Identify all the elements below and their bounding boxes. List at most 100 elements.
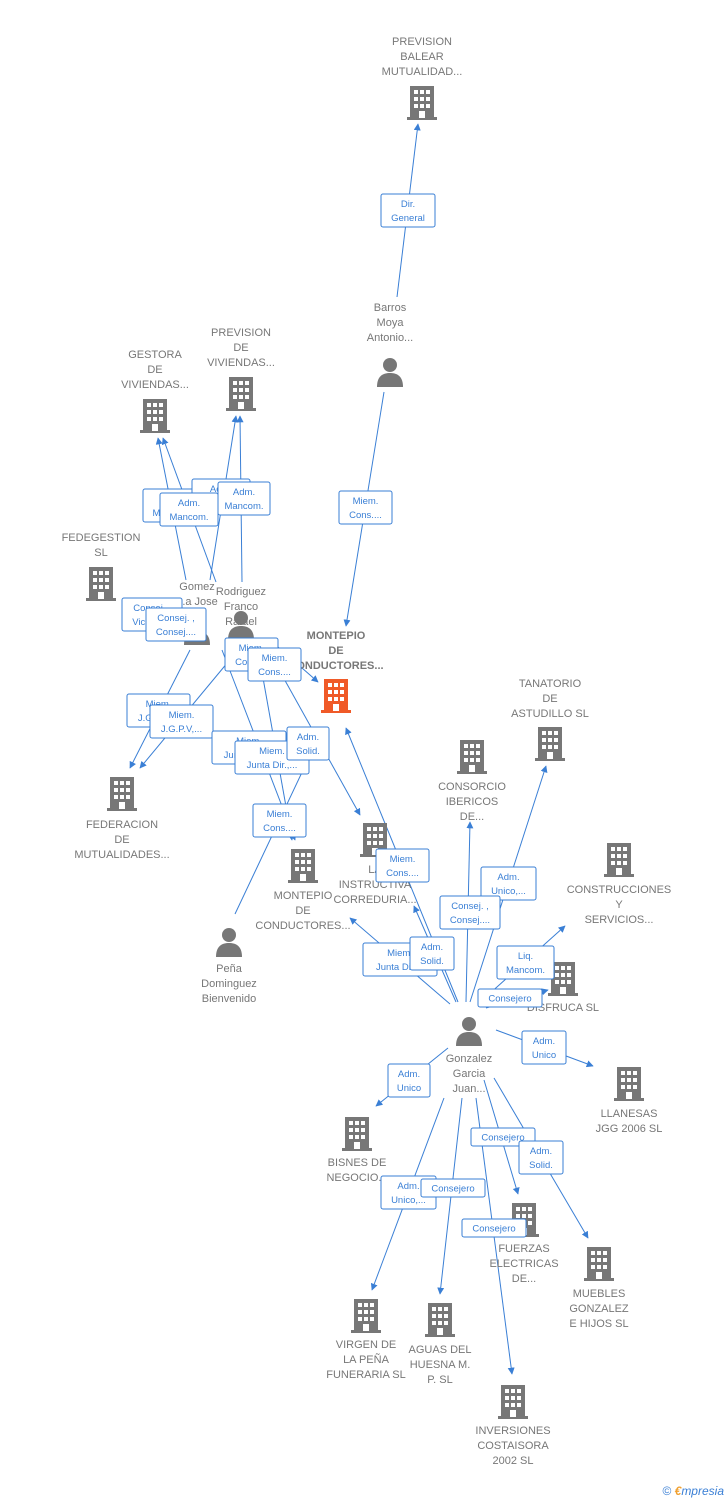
node-label-line: ELECTRICAS (489, 1258, 558, 1270)
node-label-line: VIVIENDAS... (207, 357, 275, 369)
building-icon (498, 1385, 528, 1419)
relation-text: Adm.Solid. (420, 942, 444, 967)
node-label-line: ASTUDILLO SL (511, 708, 589, 720)
node-label-line: CONDUCTORES... (288, 660, 383, 672)
relation-label-adm-unico-1[interactable]: Adm.Unico,... (480, 866, 537, 901)
relation-text-line: Consej. , (157, 613, 195, 624)
relation-text-line: Mancom. (506, 965, 545, 976)
node-label-line: AGUAS DEL (409, 1344, 472, 1356)
relation-box (217, 481, 271, 516)
node-label-line: E HIJOS SL (569, 1318, 628, 1330)
node-label-line: FUNERARIA SL (326, 1369, 405, 1381)
relation-label-miem-cons-pena[interactable]: Miem.Cons.... (252, 803, 307, 838)
relation-text: Miem.Junta Dir.... (376, 948, 424, 973)
relation-text: Miem.Cons.... (263, 809, 296, 834)
relation-text: Miem.Cons.... (349, 496, 382, 521)
relation-text-line: Solid. (529, 1160, 553, 1171)
node-label-line: HUESNA M. (410, 1359, 471, 1371)
relation-label-consejero-1[interactable]: Consejero (477, 988, 543, 1008)
brand-footer: © €mpresia (662, 1484, 724, 1498)
relation-box (461, 1218, 527, 1238)
relation-label-adm-unico-2[interactable]: Adm.Unico (521, 1030, 567, 1065)
relation-label-adm-mancom-3[interactable]: Adm.Mancom. (159, 492, 219, 527)
node-label-line: INVERSIONES (475, 1425, 550, 1437)
node-label-line: CORREDURIA... (333, 894, 416, 906)
relation-text-line: Junta Dir.... (376, 962, 424, 973)
relation-text-line: Miem. (390, 854, 416, 865)
relation-text-line: Solid. (296, 746, 320, 757)
node-label-line: FEDERACION (86, 819, 158, 831)
relation-box (496, 945, 555, 980)
relation-label-adm-solid-1[interactable]: Adm.Solid. (286, 726, 330, 761)
node-gomez[interactable]: Gomez...a Jose (176, 581, 218, 645)
relation-text-line: Mancom. (224, 501, 263, 512)
relation-text: Adm.Unico,... (391, 1181, 426, 1206)
relation-label-miem-cons-barros[interactable]: Miem.Cons.... (338, 490, 393, 525)
node-label-line: DE... (460, 811, 484, 823)
relation-label-miem-cons-gonz[interactable]: Miem.Cons.... (375, 848, 430, 883)
node-label-line: Gomez (179, 581, 214, 593)
relation-label-adm-mancom-4[interactable]: Adm. Mancom. (217, 481, 271, 516)
relation-label-consej-gonz[interactable]: Consej. ,Consej.... (439, 895, 501, 930)
node-label-line: CONSTRUCCIONES (567, 884, 672, 896)
relation-label-consejero-3[interactable]: Consejero (420, 1178, 486, 1198)
node-label-line: Dominguez (201, 978, 257, 990)
relation-text: Adm.Mancom. (169, 498, 208, 523)
relation-label-liq-mancom[interactable]: Liq.Mancom. (496, 945, 555, 980)
node-label-line: FUERZAS (498, 1243, 549, 1255)
relation-label-adm-unico-3[interactable]: Adm.Unico (387, 1063, 431, 1098)
relation-label-dir-general[interactable]: Dir.General (380, 193, 436, 228)
relation-label-consej-2[interactable]: Consej. ,Consej.... (145, 607, 207, 642)
relation-label-miem-jgpv-2[interactable]: Miem.J.G.P.V,... (149, 704, 214, 739)
node-label-line: MUTUALIDADES... (74, 849, 169, 861)
relation-text-line: Unico,... (391, 1195, 426, 1206)
person-icon (377, 358, 403, 387)
relation-label-consejero-4[interactable]: Consejero (461, 1218, 527, 1238)
node-label-line: TANATORIO (519, 678, 582, 690)
building-icon (614, 1067, 644, 1101)
relation-text: Liq.Mancom. (506, 951, 545, 976)
node-label-line: BISNES DE (328, 1157, 387, 1169)
relation-box (149, 704, 214, 739)
relation-text: Miem.Junta Dir.,... (247, 746, 298, 771)
relation-text: Miem.Cons.... (386, 854, 419, 879)
relation-box (477, 988, 543, 1008)
relation-label-adm-solid-3[interactable]: Adm.Solid. (518, 1140, 564, 1175)
node-disfruca[interactable]: DISFRUCA SL (527, 962, 599, 1014)
relation-label-miem-cons-2[interactable]: Miem.Cons.... (247, 647, 302, 682)
node-label-line: CONDUCTORES... (255, 920, 350, 932)
node-label-line: LA PEÑA (343, 1353, 390, 1366)
person-icon (216, 928, 242, 957)
node-label-line: SL (94, 547, 107, 559)
relation-box (521, 1030, 567, 1065)
node-label: DISFRUCA SL (527, 1002, 599, 1014)
node-label-line: Peña (216, 963, 243, 975)
relation-text-line: Adm. (233, 487, 255, 498)
node-label-line: MONTEPIO (274, 890, 333, 902)
relation-label-adm-solid-2[interactable]: Adm.Solid. (409, 936, 455, 971)
